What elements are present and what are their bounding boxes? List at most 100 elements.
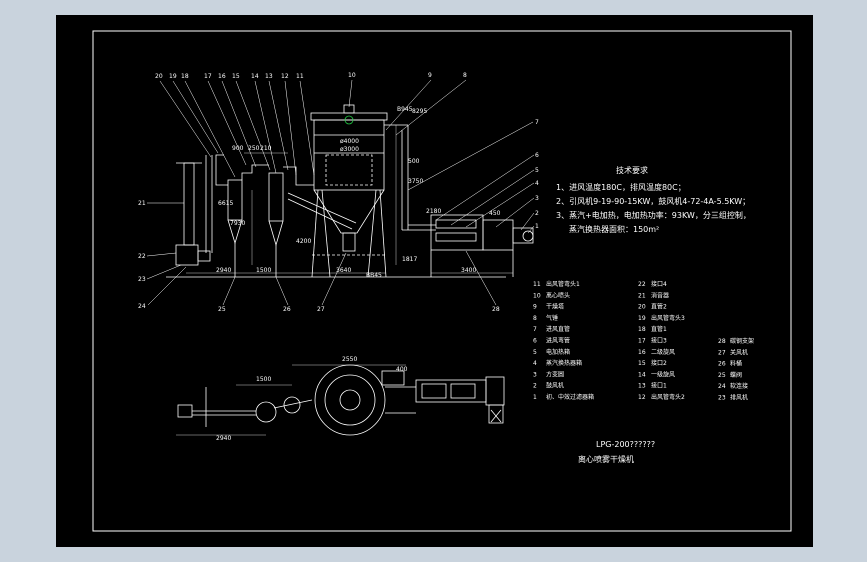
part-name: 出风管弯头3	[651, 314, 685, 322]
callout: 15	[232, 73, 240, 80]
part-number: 17	[638, 338, 646, 345]
dim-label: 900	[232, 145, 244, 152]
part-number: 5	[533, 349, 537, 356]
rotary-valve	[342, 232, 356, 252]
callout: 27	[317, 306, 325, 313]
callout: 5	[535, 167, 539, 174]
callout: 26	[283, 306, 291, 313]
part-number: 28	[718, 338, 726, 345]
part-number: 12	[638, 394, 646, 401]
dim-label: BB45	[366, 272, 382, 279]
inner-frame	[92, 30, 792, 532]
callout: 13	[265, 73, 273, 80]
dim-label: 4200	[296, 238, 311, 245]
part-name: 干燥塔	[546, 303, 564, 311]
part-number: 14	[638, 371, 646, 378]
part-number: 13	[638, 383, 646, 390]
plan-exhaust-fan	[177, 404, 193, 418]
dim-label: 400	[396, 366, 408, 373]
part-name: 离心喷头	[546, 291, 570, 299]
steam-heat-exchanger	[482, 219, 514, 251]
cyclone-1	[268, 172, 284, 222]
part-name: 电加热箱	[546, 348, 570, 356]
tech-item: 蒸汽换热器面积：150m²	[569, 224, 659, 234]
part-number: 18	[638, 326, 646, 333]
part-number: 3	[533, 371, 537, 378]
dim-label: ø3000	[340, 146, 359, 153]
drawing-number: LPG-200??????	[596, 440, 655, 449]
part-name: 直管2	[651, 303, 667, 311]
dim-label: 3640	[336, 267, 351, 274]
dim-label: 6615	[218, 200, 233, 207]
dim-label: 8295	[412, 108, 427, 115]
callout: 24	[138, 303, 146, 310]
dim-label: 450	[489, 210, 501, 217]
callouts-top: 20 19 18 17 16 15 14 13 12 11 10 9 8	[155, 72, 467, 80]
part-name: 接口2	[651, 359, 667, 367]
dim-label: ø4000	[340, 138, 359, 145]
part-number: 2	[533, 383, 537, 390]
title-block: LPG-200?????? 离心喷雾干燥机	[578, 440, 655, 464]
front-view	[166, 104, 534, 278]
part-name: 二级旋风	[651, 348, 675, 356]
callout: 12	[281, 73, 289, 80]
dim-label: B945	[397, 106, 413, 113]
part-name: 排风机	[730, 394, 748, 402]
part-number: 26	[718, 361, 726, 368]
part-number: 11	[533, 281, 541, 288]
part-name: 关风机	[730, 348, 748, 356]
callout: 20	[155, 73, 163, 80]
callout: 6	[535, 152, 539, 159]
part-name: 一级旋风	[651, 370, 675, 378]
leader-lines	[146, 79, 535, 306]
callout: 25	[218, 306, 226, 313]
callout: 9	[428, 72, 432, 79]
silencer	[183, 162, 195, 246]
part-name: 碳钢支架	[730, 337, 754, 345]
tech-requirements: 技术要求 1、进风温度180C，排风温度80C； 2、引风机9-19-90-15…	[556, 165, 751, 234]
drawing-sheet: 20 19 18 17 16 15 14 13 12 11 10 9 8 7 6…	[56, 15, 813, 547]
tech-item: 2、引风机9-19-90-15KW，鼓风机4-72-4A-5.5KW；	[556, 196, 750, 206]
part-number: 24	[718, 383, 726, 390]
part-name: 气锤	[546, 314, 558, 322]
dim-label: 1500	[256, 376, 271, 383]
part-number: 23	[718, 395, 726, 402]
part-name: 出风管弯头1	[546, 280, 580, 288]
dim-label: 7930	[230, 220, 245, 227]
callout: 14	[251, 73, 259, 80]
tech-item: 3、蒸汽+电加热，电加热功率：93KW，分三组控制，	[556, 210, 751, 220]
cad-drawing: 20 19 18 17 16 15 14 13 12 11 10 9 8 7 6…	[92, 30, 792, 532]
dim-label: 500	[408, 158, 420, 165]
tech-item: 1、进风温度180C，排风温度80C；	[556, 182, 686, 192]
part-number: 6	[533, 338, 537, 345]
callout: 8	[463, 72, 467, 79]
part-number: 10	[533, 292, 541, 299]
part-name: 初、中效过滤器箱	[546, 393, 594, 401]
part-name: 蒸汽换热器箱	[546, 359, 582, 367]
callout: 18	[181, 73, 189, 80]
callout: 21	[138, 200, 146, 207]
part-number: 25	[718, 372, 726, 379]
callout: 2	[535, 210, 539, 217]
tower-cone	[313, 189, 385, 234]
cyclone-2	[227, 179, 243, 221]
part-number: 19	[638, 315, 646, 322]
callout: 22	[138, 253, 146, 260]
part-number: 7	[533, 326, 537, 333]
part-name: 料桶	[730, 360, 742, 368]
dim-label: 3750	[408, 178, 423, 185]
callout: 3	[535, 195, 539, 202]
part-name: 软连接	[730, 382, 748, 390]
part-name: 鼓风机	[546, 382, 564, 390]
dim-label: 1500	[256, 267, 271, 274]
part-name: 进风直管	[546, 325, 570, 333]
part-number: 27	[718, 349, 726, 356]
dim-label: 2940	[216, 435, 231, 442]
part-name: 出风管弯头2	[651, 393, 685, 401]
tech-heading: 技术要求	[616, 165, 648, 175]
dim-label: 250	[248, 145, 260, 152]
part-name: 蝶阀	[730, 371, 742, 379]
callout: 17	[204, 73, 212, 80]
callouts-right: 7 6 5 4 3 2 1	[535, 119, 539, 230]
part-name: 直管1	[651, 325, 667, 333]
